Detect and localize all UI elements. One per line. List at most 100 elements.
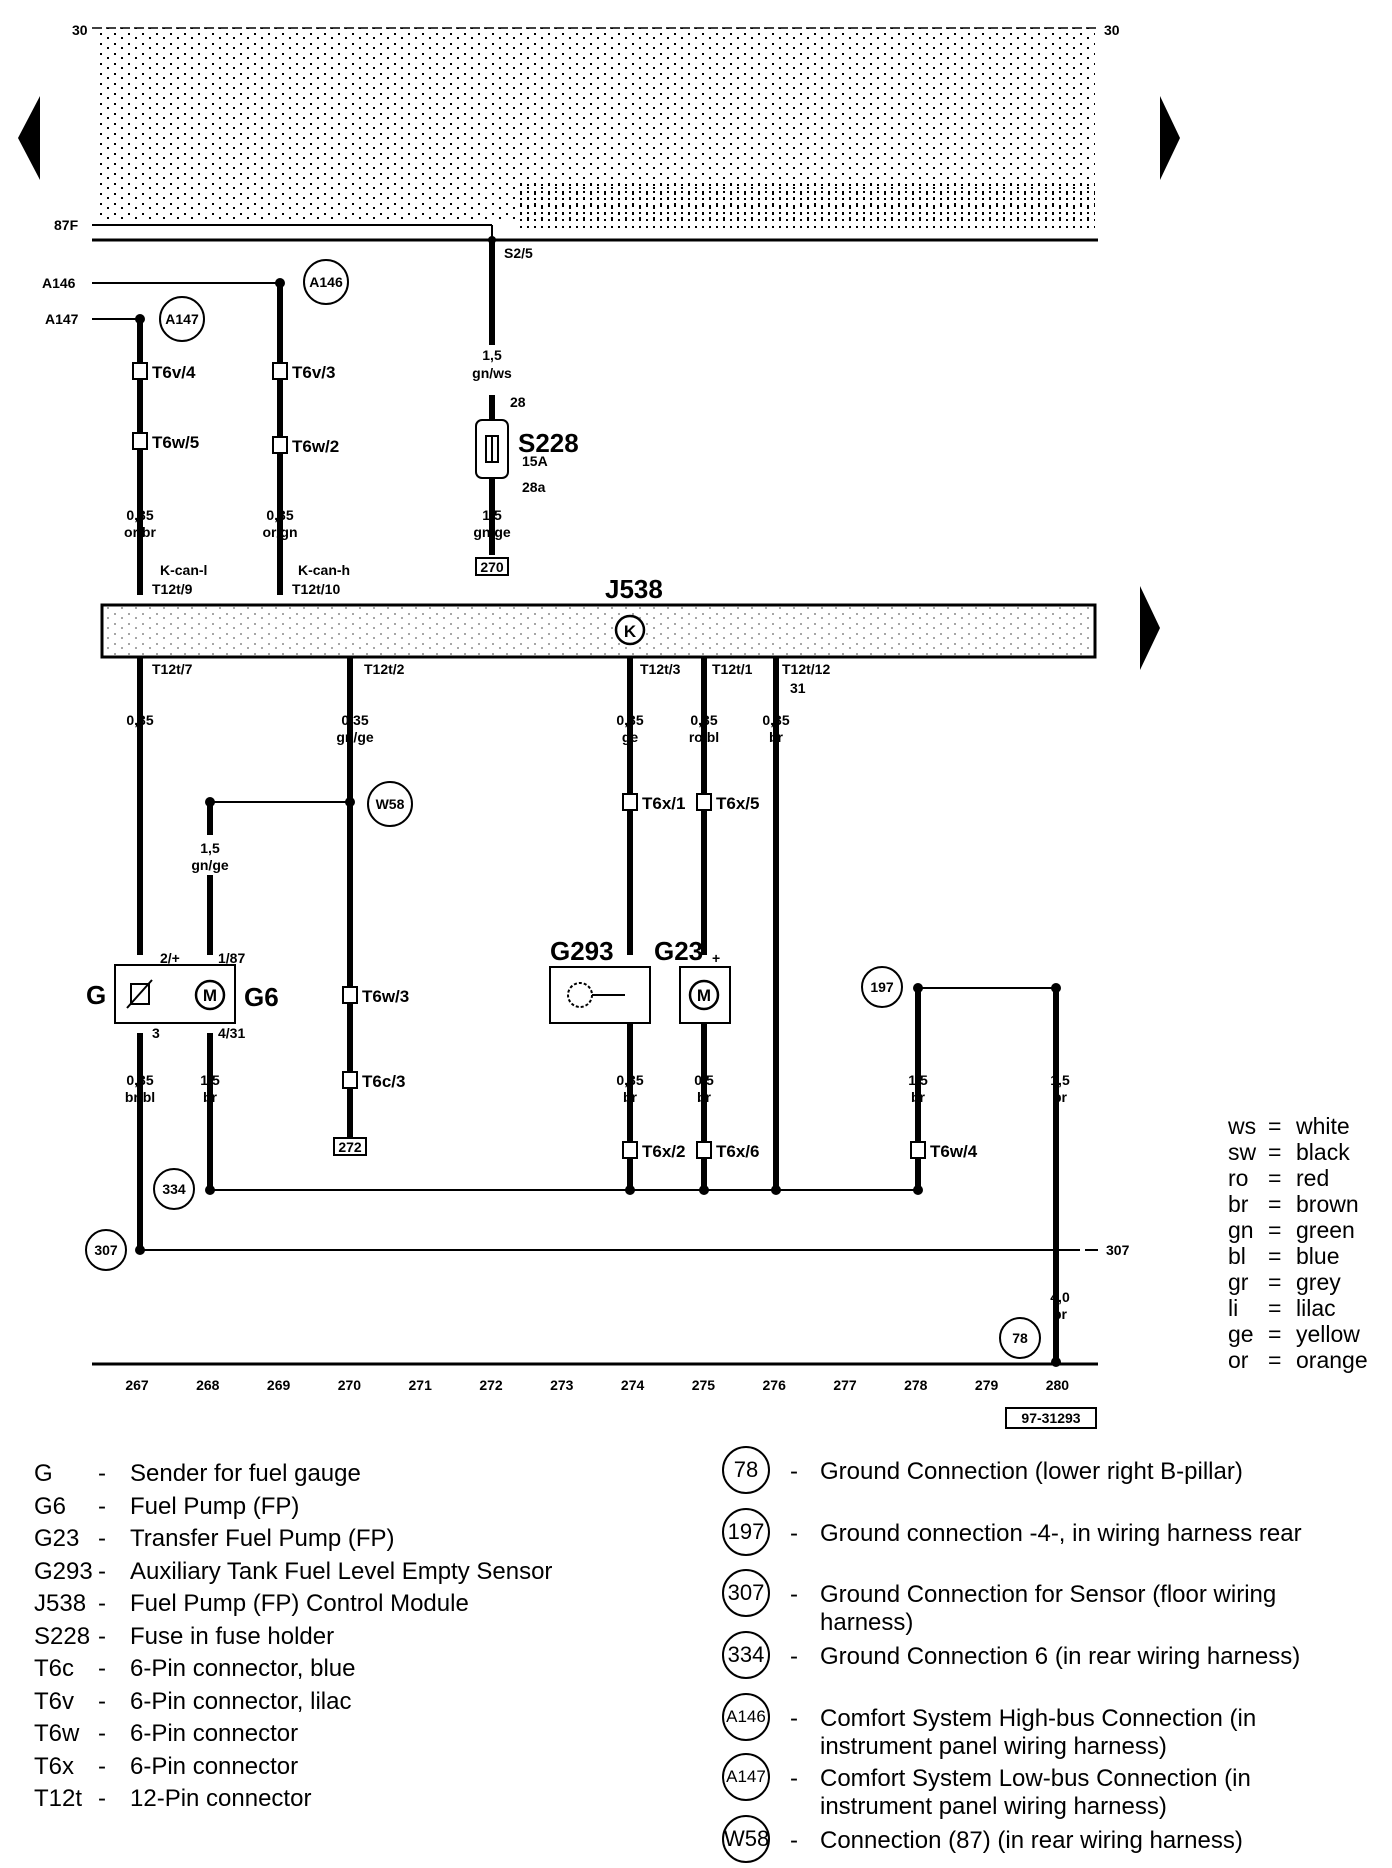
legend-ground-tag: 307 <box>722 1569 770 1617</box>
legend-ground-tag: 78 <box>722 1446 770 1494</box>
wire-O-color: br <box>1053 1306 1068 1322</box>
legend-component-code: G23 <box>34 1525 80 1552</box>
color-code: br <box>1228 1191 1249 1217</box>
track-number: 274 <box>621 1377 645 1393</box>
legend-component-desc: 6-Pin connector, blue <box>130 1655 356 1682</box>
A147-circle <box>159 296 205 342</box>
fuse-pin-top: 28 <box>510 394 526 410</box>
color-name: lilac <box>1296 1295 1336 1321</box>
pin-4-31: 4/31 <box>218 1025 245 1041</box>
ground-307-label: 307 <box>94 1242 118 1258</box>
figure-id: 97-31293 <box>1021 1410 1080 1426</box>
module-pin-kcanh-label: K-can-h <box>298 562 350 578</box>
color-legend-row: ws=white <box>1228 1113 1350 1139</box>
legend-component-code: G6 <box>34 1492 67 1520</box>
svg-text:T6x/1: T6x/1 <box>642 794 685 813</box>
connector-T6c3: T6c/3 <box>342 1071 405 1091</box>
legend-component-code: T6x <box>34 1752 75 1780</box>
color-code: ro <box>1228 1165 1249 1191</box>
wire-F-color: ro/bl <box>689 729 719 745</box>
wire-C-size: 0,35 <box>126 712 153 728</box>
legend-component-desc: Sender for fuel gauge <box>130 1460 361 1487</box>
legend-ground-tag: A147 <box>722 1753 770 1801</box>
ref-box-272 <box>333 1137 367 1156</box>
pin-2plus: 2/+ <box>160 950 180 966</box>
component-G293-label: G293 <box>550 936 614 966</box>
ground-307-circle <box>85 1229 127 1271</box>
color-legend-row: sw=black <box>1228 1139 1350 1165</box>
legend-component-code: T6c <box>34 1655 75 1682</box>
svg-text:T6x/2: T6x/2 <box>642 1142 685 1161</box>
color-code: gn <box>1228 1217 1254 1243</box>
wire-F-size: 0,35 <box>690 712 717 728</box>
wire-B-size: 0,35 <box>266 507 293 523</box>
wire-G-color: br <box>769 729 784 745</box>
legend-component-desc: Fuel Pump (FP) Control Module <box>130 1590 469 1617</box>
track-number: 280 <box>1046 1377 1070 1393</box>
module-pin-T12t10: T12t/10 <box>292 581 340 597</box>
previous-page-arrow[interactable] <box>18 96 40 180</box>
svg-text:T6c/3: T6c/3 <box>362 1072 405 1091</box>
wire-L-color: br <box>697 1089 712 1105</box>
ref-box-270-label: 270 <box>480 559 504 575</box>
motor-G23-label: M <box>697 986 711 1005</box>
color-legend-row: or=orange <box>1228 1347 1368 1373</box>
connector-T6x5: T6x/5 <box>696 793 759 813</box>
color-name: red <box>1296 1165 1330 1191</box>
legend-component-desc: 6-Pin connector <box>130 1752 299 1780</box>
track-number: 272 <box>479 1377 503 1393</box>
ground-334-circle <box>153 1168 195 1210</box>
wire-H-size: 1,5 <box>200 840 220 856</box>
wire-E-color: ge <box>622 729 639 745</box>
next-page-arrow[interactable] <box>1160 96 1180 180</box>
legend-component-desc: 12-Pin connector <box>130 1785 312 1812</box>
module-name: J538 <box>605 574 663 604</box>
connector-T6v3: T6v/3 <box>272 362 335 382</box>
wire-C-color: li <box>136 729 144 745</box>
legend-component-code: T6w <box>34 1720 80 1747</box>
legend-ground-desc: Comfort System Low-bus Connection (in in… <box>820 1765 1251 1820</box>
module-pin-T12t9: T12t/9 <box>152 581 193 597</box>
A147-wire-label: A147 <box>45 311 79 327</box>
track-number: 271 <box>409 1377 433 1393</box>
svg-text:T6w/2: T6w/2 <box>292 437 339 456</box>
wire-1-size: 1,5 <box>482 347 502 363</box>
svg-text:T6w/4: T6w/4 <box>930 1142 978 1161</box>
wire-G-size: 0,35 <box>762 712 789 728</box>
wire-K-color: br <box>623 1089 638 1105</box>
color-legend-row: li=lilac <box>1228 1295 1336 1321</box>
connector-T6x6: T6x/6 <box>696 1141 759 1161</box>
track-number: 270 <box>338 1377 362 1393</box>
legend-component-desc: Transfer Fuel Pump (FP) <box>130 1525 395 1552</box>
module-pin-T12t3: T12t/3 <box>640 661 681 677</box>
module-symbol: K <box>624 622 637 641</box>
legend-component-desc: Fuse in fuse holder <box>130 1622 335 1650</box>
wire-D-size: 0,35 <box>341 712 368 728</box>
wiring-diagram: 30 30 87F S2/5 A146 A146 A147 A147 T6v/4… <box>18 22 1180 1429</box>
A146-circle-label: A146 <box>309 274 343 290</box>
legend-ground-desc: Ground Connection (lower right B-pillar) <box>820 1458 1243 1485</box>
svg-text:T6w/3: T6w/3 <box>362 987 409 1006</box>
color-name: yellow <box>1296 1321 1360 1347</box>
color-name: white <box>1296 1113 1350 1139</box>
color-code: sw <box>1228 1139 1257 1165</box>
motor-G6-label: M <box>203 986 217 1005</box>
pin-3: 3 <box>152 1025 160 1041</box>
wire-I-size: 0,35 <box>126 1072 153 1088</box>
color-name: green <box>1296 1217 1355 1243</box>
color-name: brown <box>1296 1191 1359 1217</box>
A147-circle-label: A147 <box>165 311 199 327</box>
track-number: 275 <box>692 1377 716 1393</box>
wire-A-size: 0,35 <box>126 507 153 523</box>
wire-L-size: 0,5 <box>694 1072 714 1088</box>
wire-O-size: 4,0 <box>1050 1289 1070 1305</box>
color-code: or <box>1228 1347 1249 1373</box>
legend-component-code: J538 <box>34 1590 87 1617</box>
legend-ground-desc: Connection (87) (in rear wiring harness) <box>820 1827 1243 1854</box>
wire-M-size: 1,5 <box>908 1072 928 1088</box>
connector-T6w5: T6w/5 <box>132 432 199 452</box>
legend-component-desc: 6-Pin connector <box>130 1720 299 1747</box>
wire-E-size: 0,35 <box>616 712 643 728</box>
track-number: 267 <box>125 1377 149 1393</box>
